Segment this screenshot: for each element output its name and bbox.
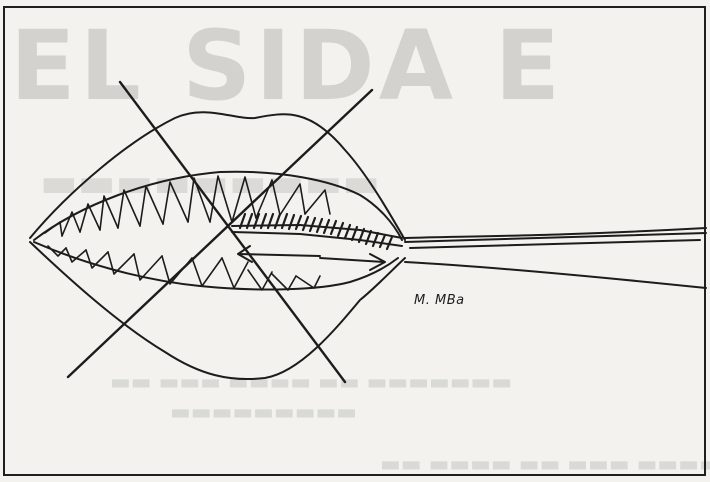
artist-signature: M. MBa (414, 293, 465, 308)
straw-bottom (405, 262, 706, 288)
cross-line-2 (68, 90, 372, 377)
cross-line-1 (120, 82, 345, 382)
arrow-right (320, 254, 385, 270)
upper-teeth (45, 176, 330, 236)
